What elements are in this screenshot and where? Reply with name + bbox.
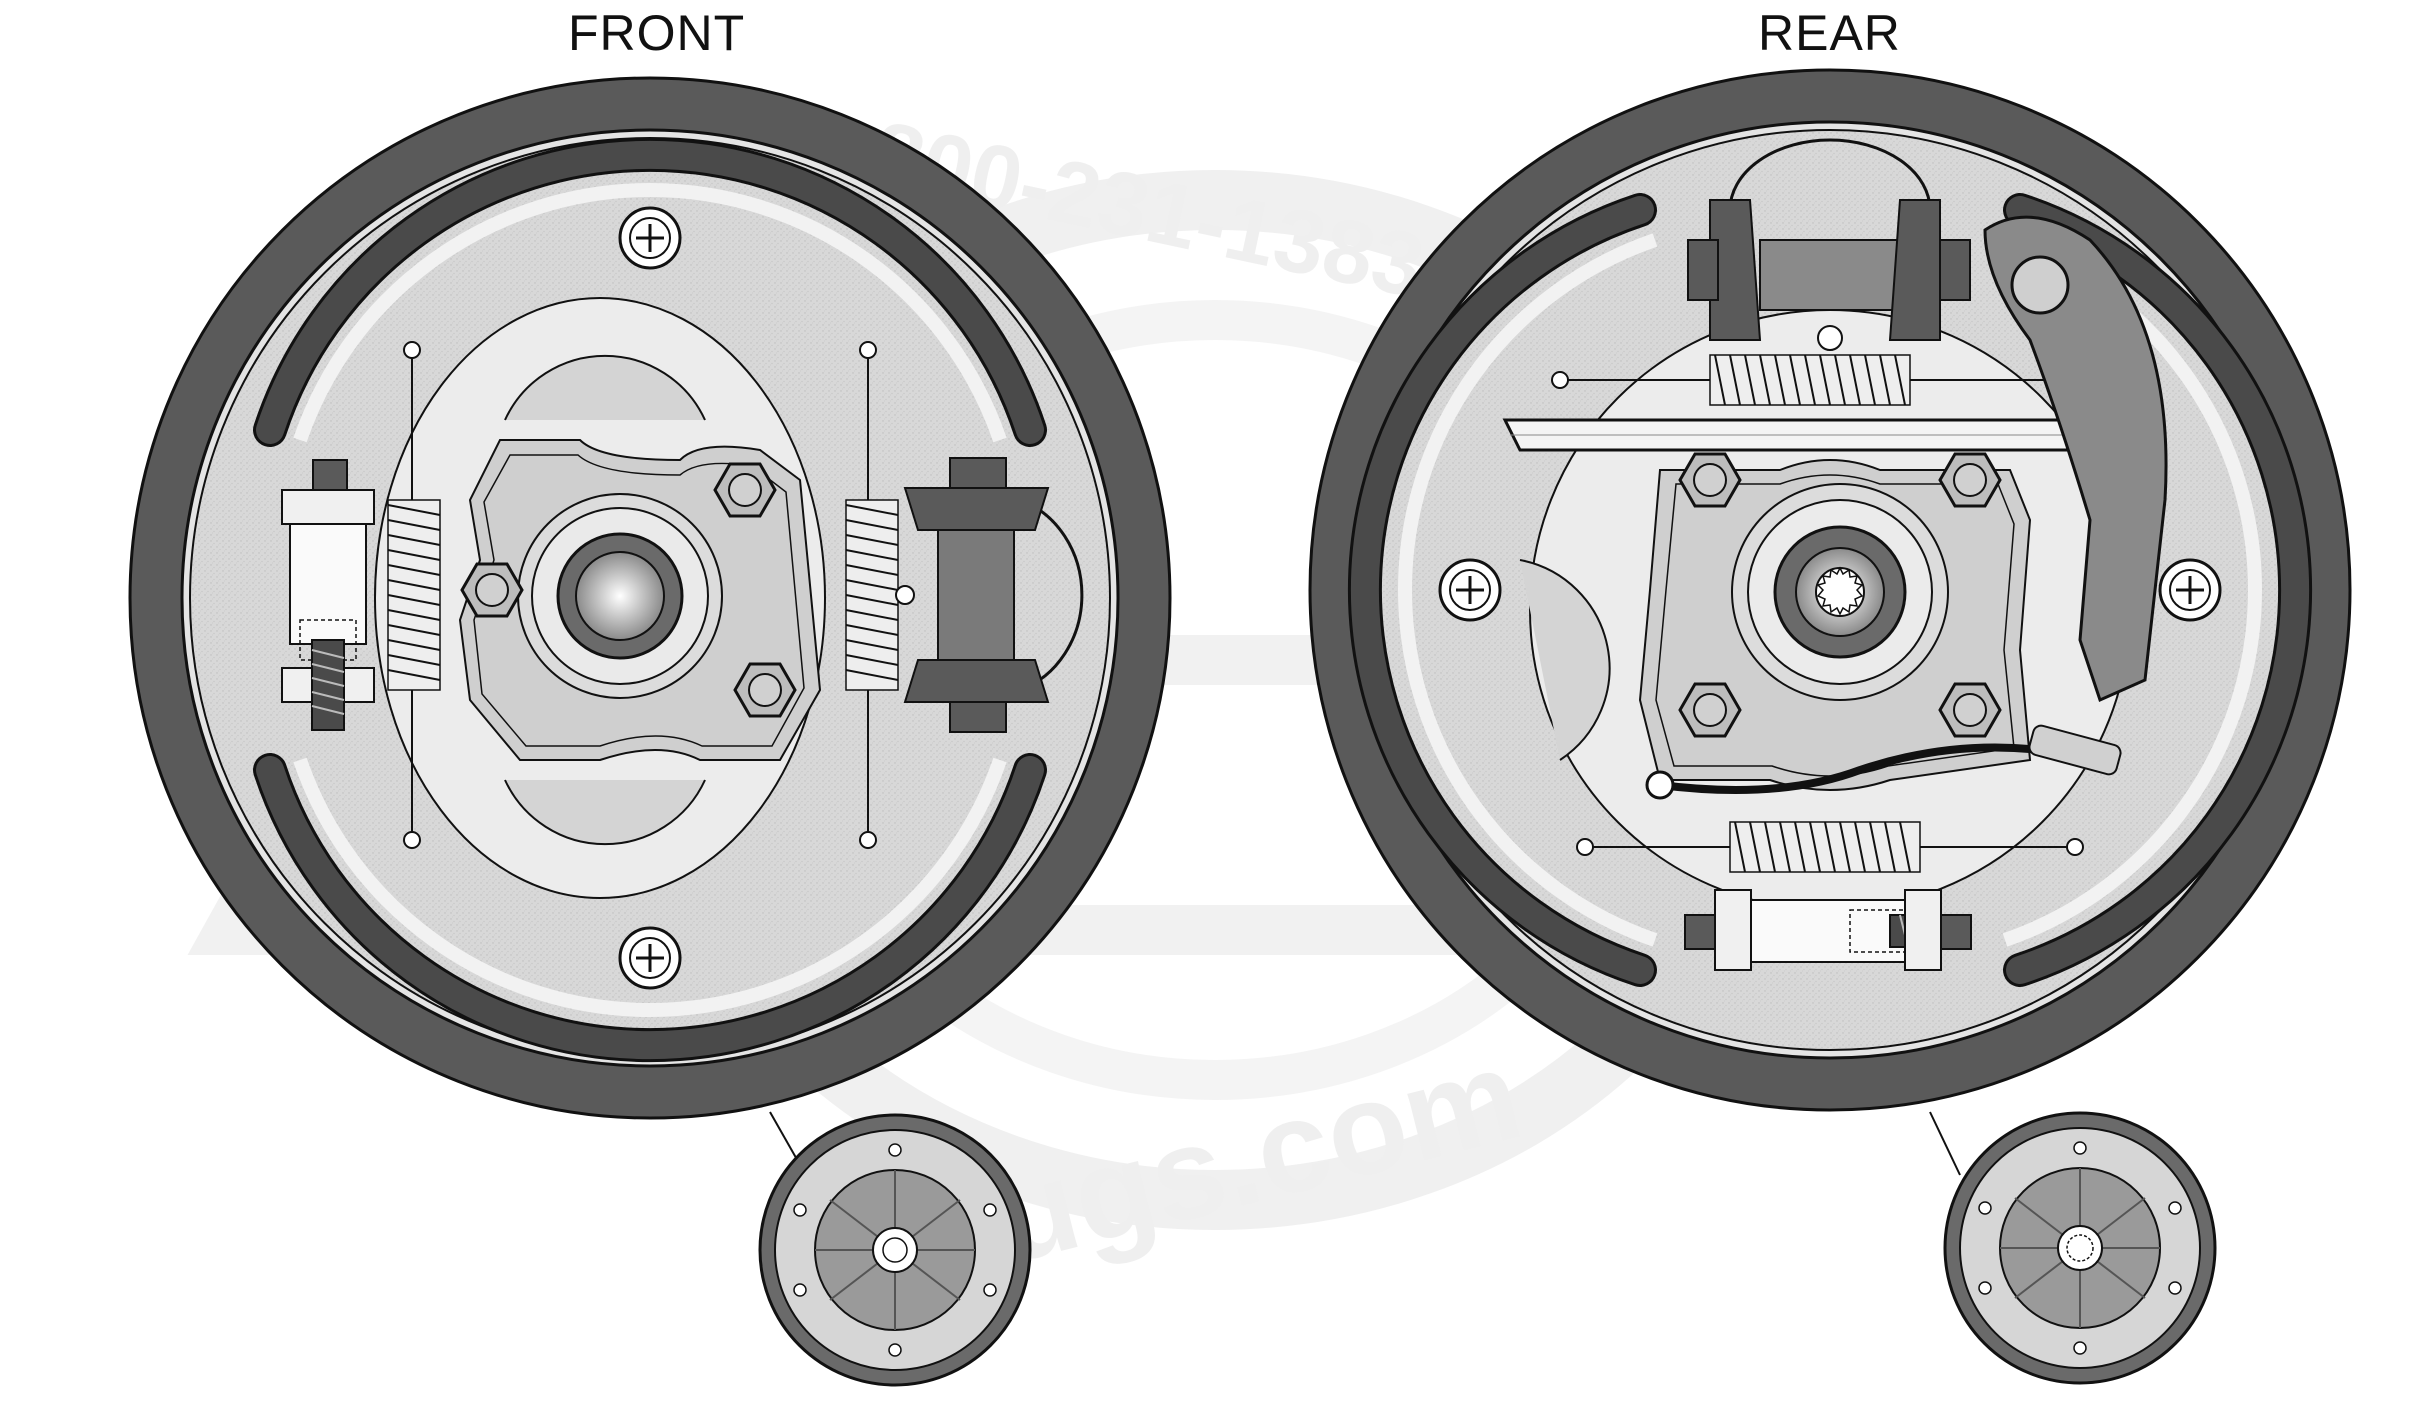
front-mounting-screw-top [618,206,682,270]
rear-wheel-hub [1731,483,1949,701]
rear-return-spring-top [1551,354,2060,406]
rear-mounting-screw-right [2158,558,2222,622]
front-bolt-1 [713,462,777,518]
rear-bolt-1 [1678,452,1742,508]
rear-brake-shoe-left [1347,193,1658,987]
front-wheel-hub [517,493,723,699]
rear-bolt-3 [1678,682,1742,738]
rear-brake-assembly [1308,68,2352,1385]
front-hub-detail [758,1111,1032,1387]
rear-parking-brake-lever [1983,215,2168,703]
rear-brake-adjuster [1684,889,1972,971]
front-bolt-3 [733,662,797,718]
front-mounting-screw-bottom [618,926,682,990]
front-return-spring-right [845,341,899,849]
rear-wheel-cylinder [1687,138,1971,351]
front-brake-shoe-top [253,137,1047,447]
rear-bolt-2 [1938,452,2002,508]
front-return-spring-left [387,341,441,849]
rear-bolt-4 [1938,682,2002,738]
rear-hub-detail [1929,1111,2217,1385]
rear-return-spring-bottom [1576,821,2084,873]
front-brake-adjuster [281,459,375,731]
front-brake-shoe-bottom [253,753,1047,1063]
front-bolt-2 [460,562,524,618]
front-brake-assembly [128,76,1172,1387]
front-wheel-cylinder [895,457,1084,733]
rear-strut-bar [1502,418,2127,452]
rear-label: REAR [1758,5,1901,61]
rear-parking-brake-cable [1645,724,2122,800]
front-label: FRONT [568,5,746,61]
rear-mounting-screw-left [1438,558,1502,622]
